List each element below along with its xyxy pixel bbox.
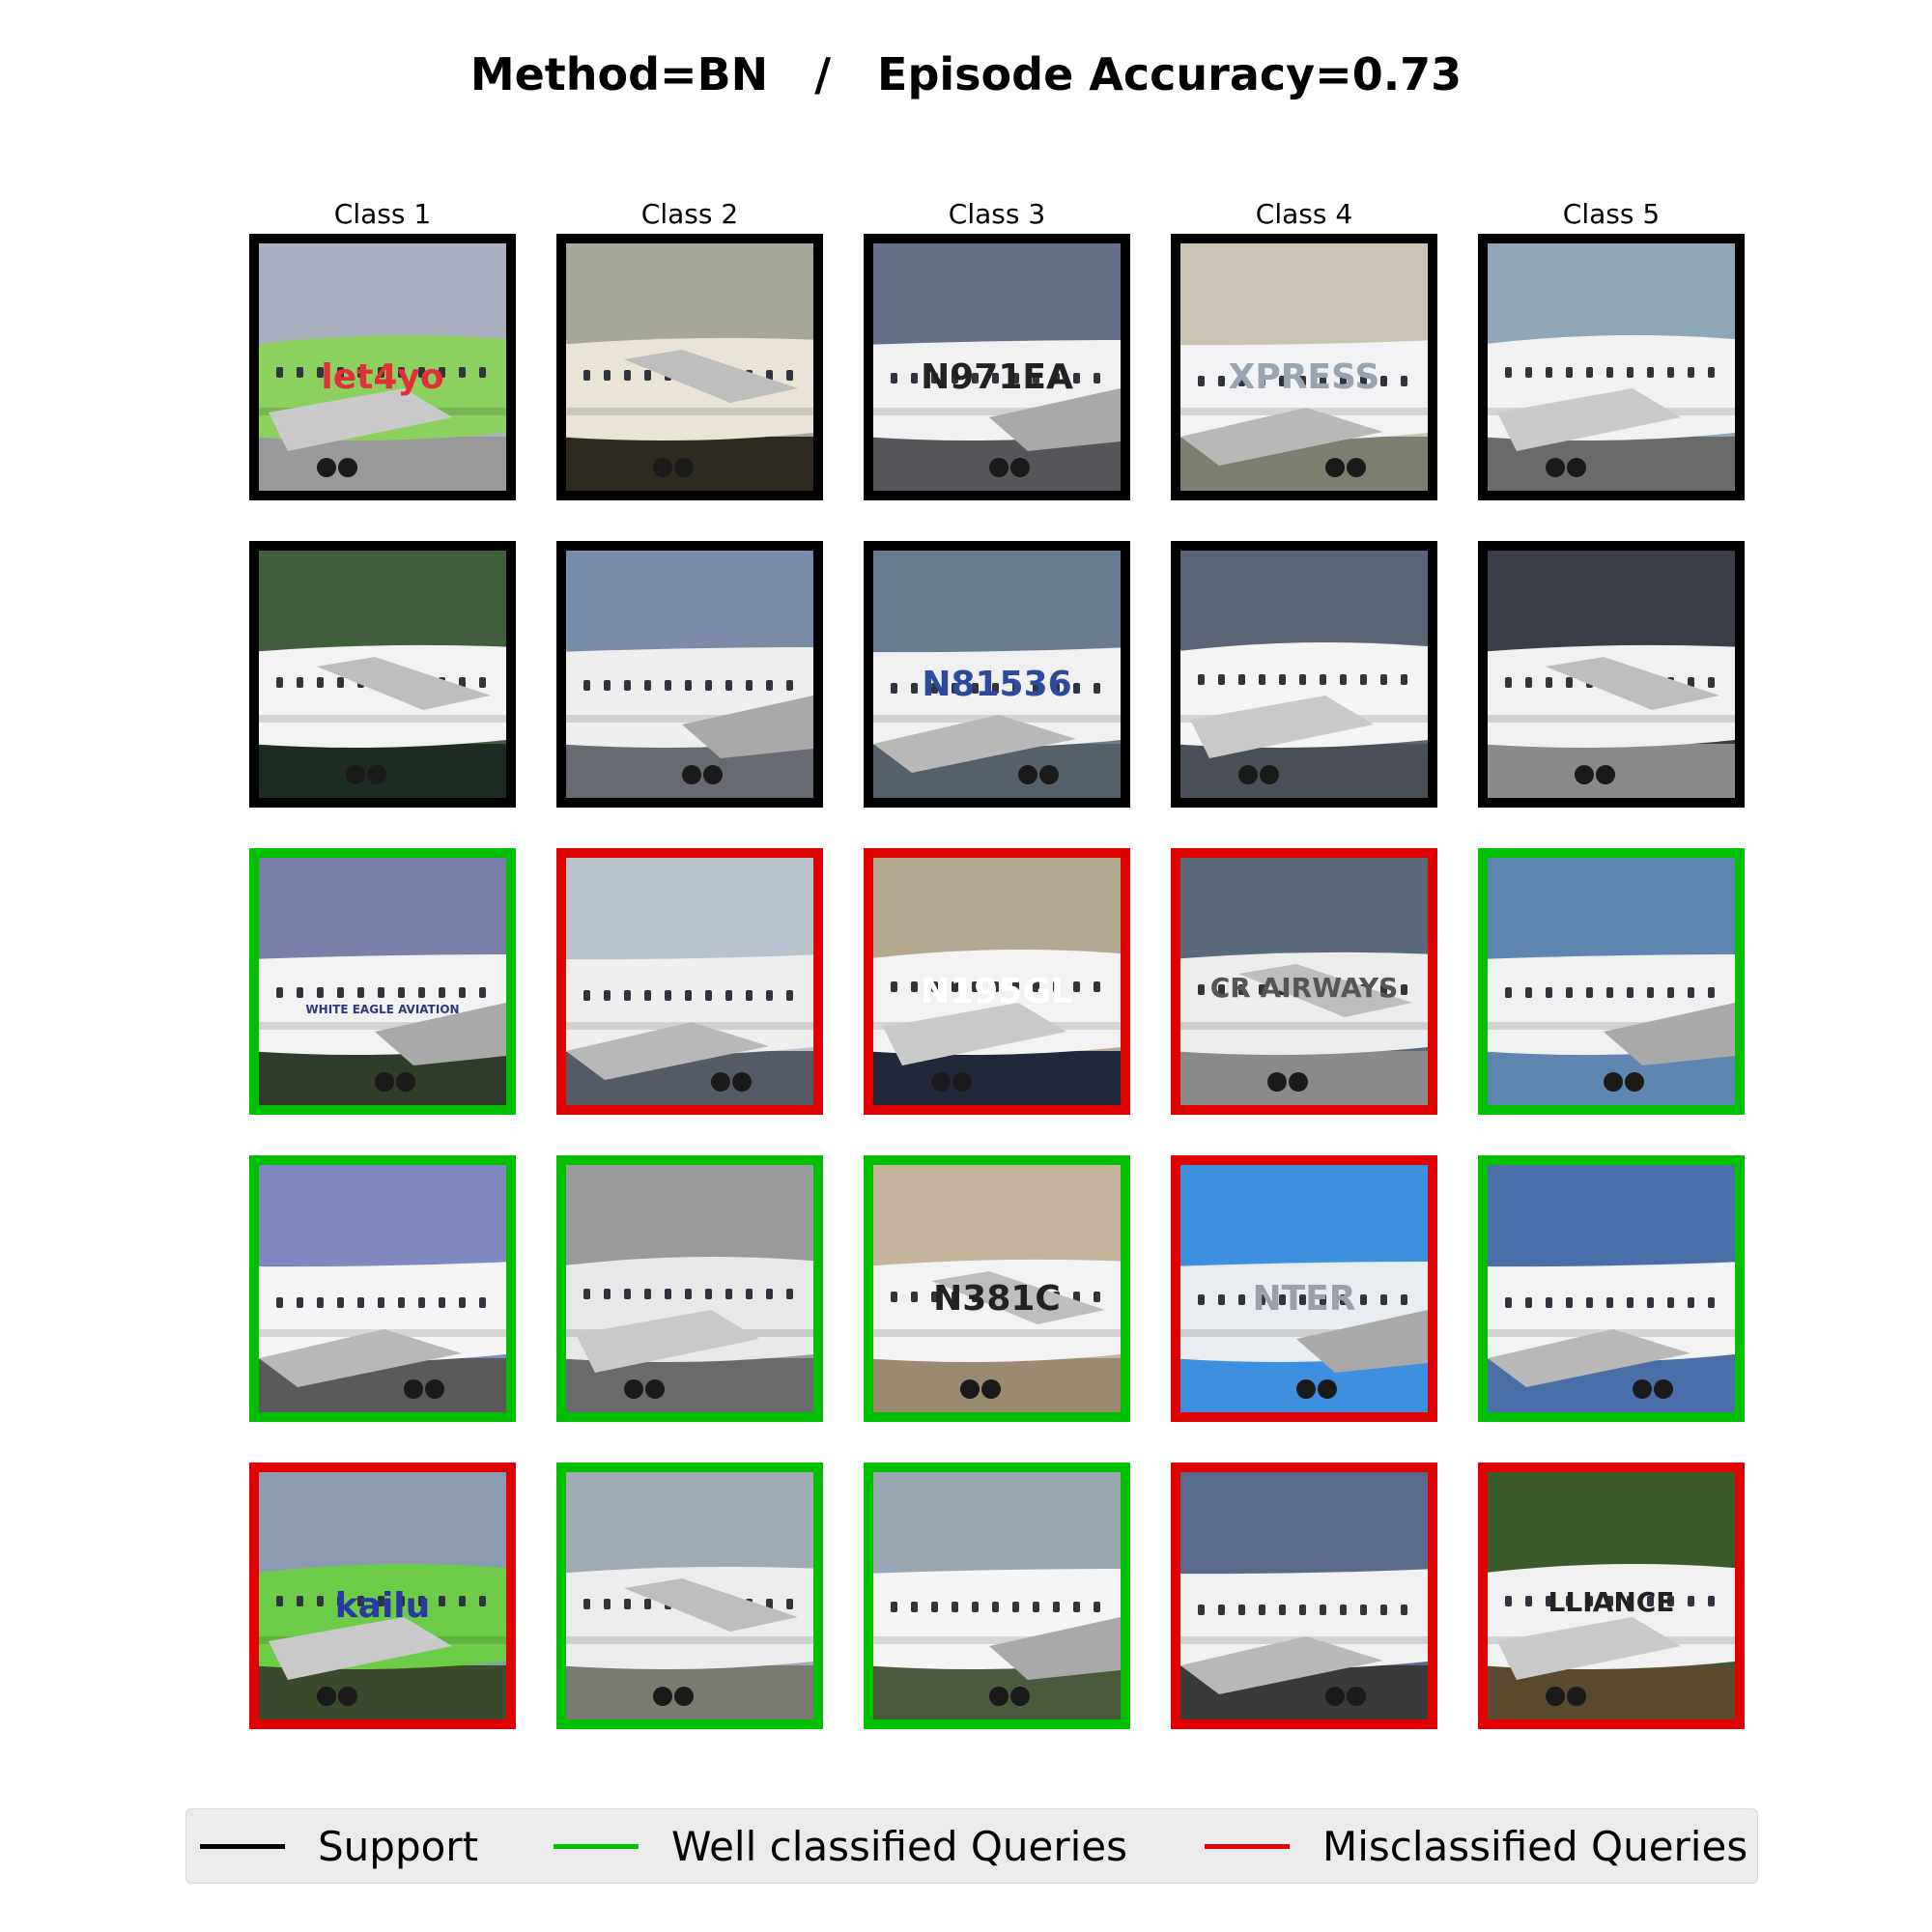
airplane-photo	[1180, 1165, 1428, 1412]
tile-row-3-class-3-wrong: N195GL	[864, 848, 1130, 1115]
tile-row-4-class-4-wrong: NTER	[1171, 1155, 1437, 1422]
airplane-photo	[1488, 1165, 1735, 1412]
tile-row-1-class-4-support: XPRESS	[1171, 234, 1437, 500]
tile-row-1-class-2-support	[556, 234, 823, 500]
tile-row-5-class-4-wrong	[1171, 1463, 1437, 1729]
tile-row-5-class-2-correct	[556, 1463, 823, 1729]
tile-row-5-class-3-correct	[864, 1463, 1130, 1729]
airplane-photo	[566, 243, 813, 491]
tile-row-2-class-3-support: N81536	[864, 541, 1130, 808]
figure-title: Method=BN / Episode Accuracy=0.73	[469, 48, 1463, 100]
airplane-photo	[1488, 1472, 1735, 1719]
airplane-photo	[1488, 858, 1735, 1105]
legend-support-line	[200, 1844, 285, 1849]
tile-row-1-class-3-support: N971EA	[864, 234, 1130, 500]
tile-row-3-class-2-wrong	[556, 848, 823, 1115]
column-label-class-4: Class 4	[1255, 198, 1353, 230]
airplane-photo	[259, 858, 506, 1105]
legend-well-classified-line	[554, 1844, 639, 1849]
column-label-class-1: Class 1	[333, 198, 432, 230]
legend-misclassified-line	[1205, 1844, 1290, 1849]
tile-row-1-class-5-support	[1478, 234, 1745, 500]
tile-row-4-class-2-correct	[556, 1155, 823, 1422]
legend: Support Well classified Queries Misclass…	[185, 1808, 1758, 1884]
airplane-photo	[1180, 1472, 1428, 1719]
tile-row-4-class-1-correct	[249, 1155, 516, 1422]
legend-well-classified-label: Well classified Queries	[671, 1823, 1128, 1870]
airplane-photo	[1488, 551, 1735, 798]
tile-row-3-class-1-correct: WHITE EAGLE AVIATION	[249, 848, 516, 1115]
legend-misclassified-label: Misclassified Queries	[1322, 1823, 1748, 1870]
airplane-photo	[566, 1165, 813, 1412]
airplane-photo	[1180, 858, 1428, 1105]
tile-row-2-class-5-support	[1478, 541, 1745, 808]
airplane-photo	[259, 1472, 506, 1719]
tile-row-3-class-4-wrong: CR AIRWAYS	[1171, 848, 1437, 1115]
airplane-photo	[873, 1472, 1121, 1719]
airplane-photo	[259, 551, 506, 798]
aircraft-livery-text: let4yo	[321, 357, 444, 397]
airplane-photo	[259, 243, 506, 491]
tile-row-2-class-4-support	[1171, 541, 1437, 808]
tile-row-3-class-5-correct	[1478, 848, 1745, 1115]
column-label-class-5: Class 5	[1562, 198, 1661, 230]
aircraft-livery-text: LLIANCE	[1548, 1586, 1675, 1618]
aircraft-livery-text: N195GL	[921, 972, 1073, 1011]
aircraft-livery-text: N81536	[922, 665, 1072, 704]
aircraft-livery-text: CR AIRWAYS	[1209, 972, 1399, 1004]
tile-row-4-class-3-correct: N381C	[864, 1155, 1130, 1422]
airplane-photo	[566, 1472, 813, 1719]
airplane-photo	[566, 551, 813, 798]
aircraft-livery-text: XPRESS	[1228, 357, 1380, 397]
tile-row-2-class-2-support	[556, 541, 823, 808]
tile-row-4-class-5-correct	[1478, 1155, 1745, 1422]
legend-support-label: Support	[318, 1823, 479, 1870]
airplane-photo	[1180, 551, 1428, 798]
aircraft-livery-text: kailu	[334, 1586, 431, 1626]
column-label-class-2: Class 2	[640, 198, 739, 230]
tile-row-1-class-1-support: let4yo	[249, 234, 516, 500]
aircraft-livery-text: NTER	[1252, 1279, 1356, 1319]
airplane-photo	[873, 243, 1121, 491]
tile-row-2-class-1-support	[249, 541, 516, 808]
airplane-photo	[1488, 243, 1735, 491]
airplane-photo	[1180, 243, 1428, 491]
airplane-photo	[259, 1165, 506, 1412]
tile-row-5-class-1-wrong: kailu	[249, 1463, 516, 1729]
aircraft-livery-text: N971EA	[921, 357, 1073, 397]
aircraft-livery-text: WHITE EAGLE AVIATION	[305, 1003, 460, 1016]
airplane-photo	[873, 551, 1121, 798]
airplane-photo	[566, 858, 813, 1105]
column-label-class-3: Class 3	[948, 198, 1046, 230]
aircraft-livery-text: N381C	[933, 1279, 1061, 1319]
airplane-photo	[873, 858, 1121, 1105]
airplane-photo	[873, 1165, 1121, 1412]
tile-row-5-class-5-wrong: LLIANCE	[1478, 1463, 1745, 1729]
